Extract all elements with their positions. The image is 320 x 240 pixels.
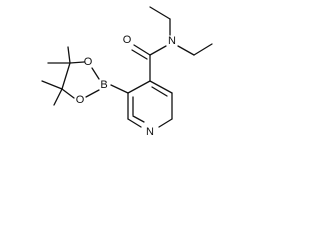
ring-oxygen-bottom-label: O (76, 94, 85, 106)
amide-bond (149, 45, 167, 56)
ethyl-bond (149, 6, 171, 20)
carbonyl-double-bond (131, 49, 148, 60)
atom-labels: N O B O O N (76, 34, 176, 138)
ethyl-bond (177, 45, 195, 56)
chemical-structure: N O B O O N (41, 6, 213, 138)
ethyl-bond (193, 43, 213, 56)
boronate-bond (69, 61, 85, 64)
bonds (41, 6, 213, 128)
carbonyl-oxygen-label: O (123, 34, 132, 46)
boron-label: B (100, 79, 107, 91)
ring-bond (127, 118, 142, 128)
ring-double-bond (132, 115, 145, 123)
pyridine-nitrogen-label: N (146, 126, 154, 138)
boronate-bond (85, 89, 100, 98)
methyl-bond (41, 80, 63, 90)
ring-bond (127, 80, 151, 94)
amide-nitrogen-label: N (168, 35, 176, 47)
ring-boron-bond (110, 84, 129, 94)
carbonyl-double-bond (133, 44, 151, 56)
methyl-bond (67, 46, 71, 64)
ring-bond (158, 118, 173, 128)
methyl-bond (53, 88, 63, 106)
boronate-bond (61, 88, 75, 99)
boronate-bond (91, 67, 100, 80)
ring-oxygen-top-label: O (84, 56, 93, 68)
ring-double-bond (151, 86, 168, 97)
boronate-bond (61, 62, 71, 90)
ring-bond (149, 80, 173, 94)
